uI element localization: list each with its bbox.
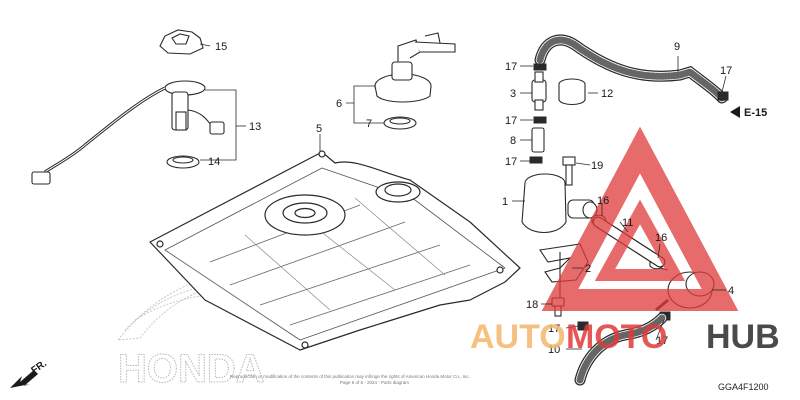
- reference-arrow: [730, 106, 740, 118]
- watermark-part-moto: MOTO: [566, 318, 667, 356]
- short-hose: [531, 127, 545, 153]
- pump-cap: [159, 29, 204, 55]
- copyright-line-1: Reproduction or modification of the cont…: [230, 374, 470, 379]
- watermark-triangle: [541, 126, 739, 311]
- fuel-tank: [149, 150, 521, 351]
- front-direction-arrow: [10, 370, 38, 388]
- callout-1: 1: [502, 196, 508, 208]
- callout-19: 19: [591, 160, 603, 172]
- callout-3: 3: [510, 88, 516, 100]
- callout-17-d: 17: [720, 65, 732, 77]
- diagram-code: GGA4F1200: [718, 382, 769, 392]
- fuel-cap-gasket: [383, 116, 417, 130]
- callout-13: 13: [249, 121, 261, 133]
- bolt: [562, 156, 576, 186]
- callout-9: 9: [674, 41, 680, 53]
- pump-seal-ring: [166, 155, 200, 169]
- fuel-pump-unit: [31, 80, 225, 185]
- callout-16-a: 16: [597, 195, 609, 207]
- callout-2: 2: [585, 263, 591, 275]
- callout-17-f: 17: [656, 335, 668, 347]
- callout-6: 6: [336, 98, 342, 110]
- watermark-part-hub: HUB: [706, 318, 780, 356]
- callout-8: 8: [510, 135, 516, 147]
- watermark-text: AUTO MOTO HUB: [470, 318, 780, 356]
- callout-16-b: 16: [655, 232, 667, 244]
- callout-17-c: 17: [505, 156, 517, 168]
- watermark-part-auto: AUTO: [470, 318, 566, 356]
- lower-hose: [574, 312, 668, 386]
- callout-18: 18: [526, 299, 538, 311]
- rubber-cap: [558, 78, 586, 106]
- two-way-valve: [531, 71, 547, 111]
- honda-brand-outline-text: HONDA: [118, 347, 265, 391]
- callout-14: 14: [208, 156, 220, 168]
- callout-17-e: 17: [548, 323, 560, 335]
- callout-12: 12: [601, 88, 613, 100]
- callout-4: 4: [728, 285, 734, 297]
- canister: [521, 173, 598, 234]
- callout-15: 15: [215, 41, 227, 53]
- breather-tube: [534, 34, 728, 104]
- callout-10: 10: [548, 344, 560, 356]
- leader-lines: [199, 43, 727, 350]
- callout-5: 5: [316, 123, 322, 135]
- fuel-cap-with-key: [374, 32, 456, 103]
- reference-label[interactable]: E-15: [744, 107, 767, 119]
- callout-7: 7: [366, 118, 372, 130]
- callout-11: 11: [622, 217, 633, 229]
- callout-17-a: 17: [505, 61, 517, 73]
- copyright-line-2: Page 6 of 6 - 2024 - Parts diagram: [340, 380, 409, 385]
- callout-17-b: 17: [505, 115, 517, 127]
